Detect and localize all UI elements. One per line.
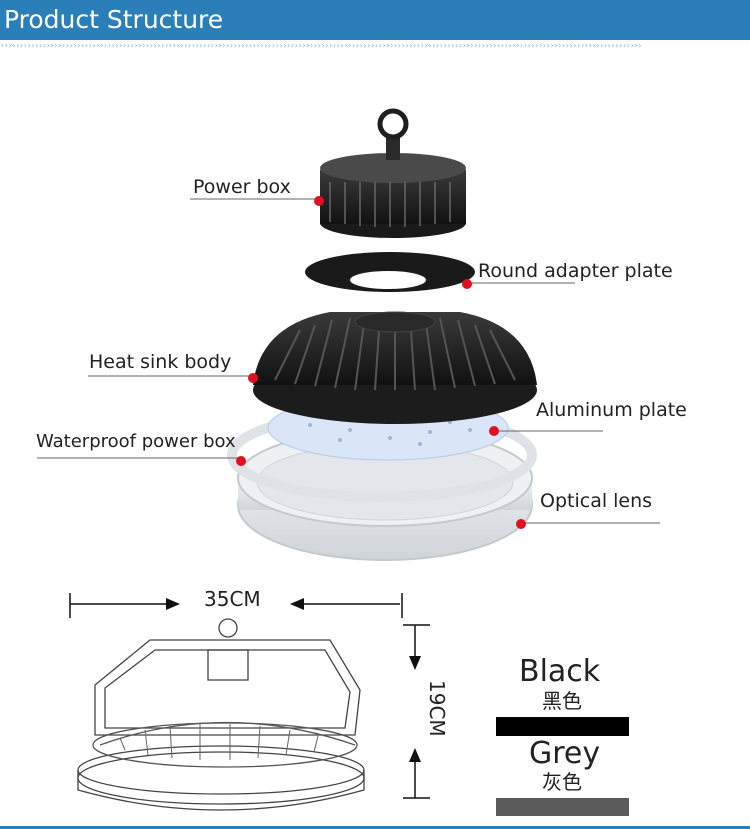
header-divider: ››››››››››››››››››››››››››››››››››››››››…	[0, 41, 642, 50]
width-dimension	[69, 593, 403, 618]
optical-lens-marker	[516, 519, 526, 529]
footer-divider	[0, 826, 750, 829]
waterproof-box-marker	[236, 456, 246, 466]
color-grey-label: Grey	[529, 736, 600, 771]
black-swatch	[496, 717, 629, 736]
heat-sink-part	[253, 311, 537, 424]
color-grey-cn-label: 灰色	[542, 770, 582, 794]
power-box-marker	[314, 196, 324, 206]
height-dimension	[403, 624, 430, 799]
power-box-part	[320, 108, 466, 238]
label-round-adapter-plate: Round adapter plate	[478, 260, 673, 282]
label-optical-lens: Optical lens	[540, 490, 652, 512]
leader-lines	[37, 198, 660, 524]
round-adapter-plate-part	[305, 252, 475, 292]
adapter-plate-marker	[462, 279, 472, 289]
section-header: Product Structure	[0, 0, 750, 40]
section-title: Product Structure	[4, 5, 224, 34]
height-label: 19CM	[425, 680, 449, 737]
label-power-box: Power box	[193, 176, 291, 198]
color-black-cn-label: 黑色	[542, 689, 582, 713]
label-aluminum-plate: Aluminum plate	[536, 399, 687, 421]
color-black-label: Black	[519, 654, 601, 689]
heat-sink-marker	[248, 373, 258, 383]
aluminum-plate-marker	[489, 426, 499, 436]
grey-swatch	[496, 798, 629, 816]
label-heat-sink-body: Heat sink body	[89, 351, 231, 373]
label-waterproof-power-box: Waterproof power box	[36, 431, 236, 452]
fixture-outline-drawing	[77, 618, 365, 811]
width-label: 35CM	[204, 587, 261, 611]
